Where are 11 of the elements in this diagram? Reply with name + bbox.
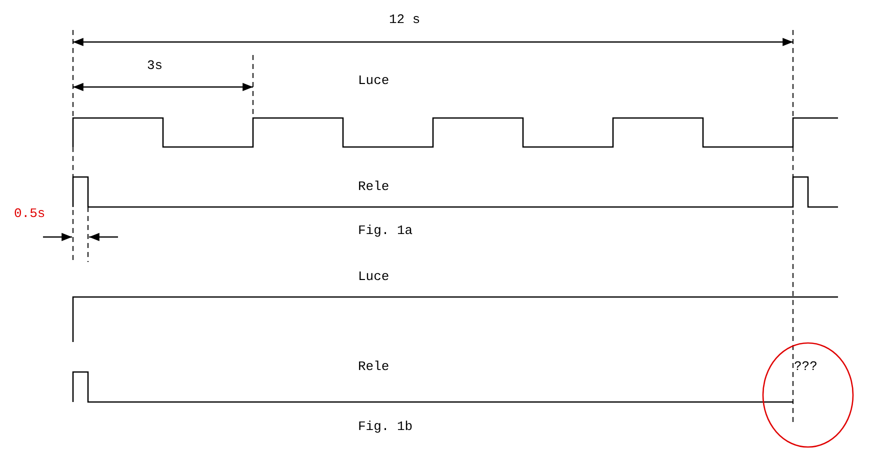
dimension-label: 3s xyxy=(147,58,163,73)
figure-caption: Fig. 1a xyxy=(358,223,413,238)
dimension-label: 12 s xyxy=(389,12,420,27)
signal-label: Rele xyxy=(358,179,390,194)
figure-caption: Fig. 1b xyxy=(358,419,413,434)
dimension-label: 0.5s xyxy=(14,206,46,221)
signal-label: Luce xyxy=(358,269,390,284)
signal-label: Luce xyxy=(358,73,390,88)
question-text: ??? xyxy=(794,359,818,374)
highlight-circle xyxy=(762,342,854,448)
signal-label: Rele xyxy=(358,359,390,374)
